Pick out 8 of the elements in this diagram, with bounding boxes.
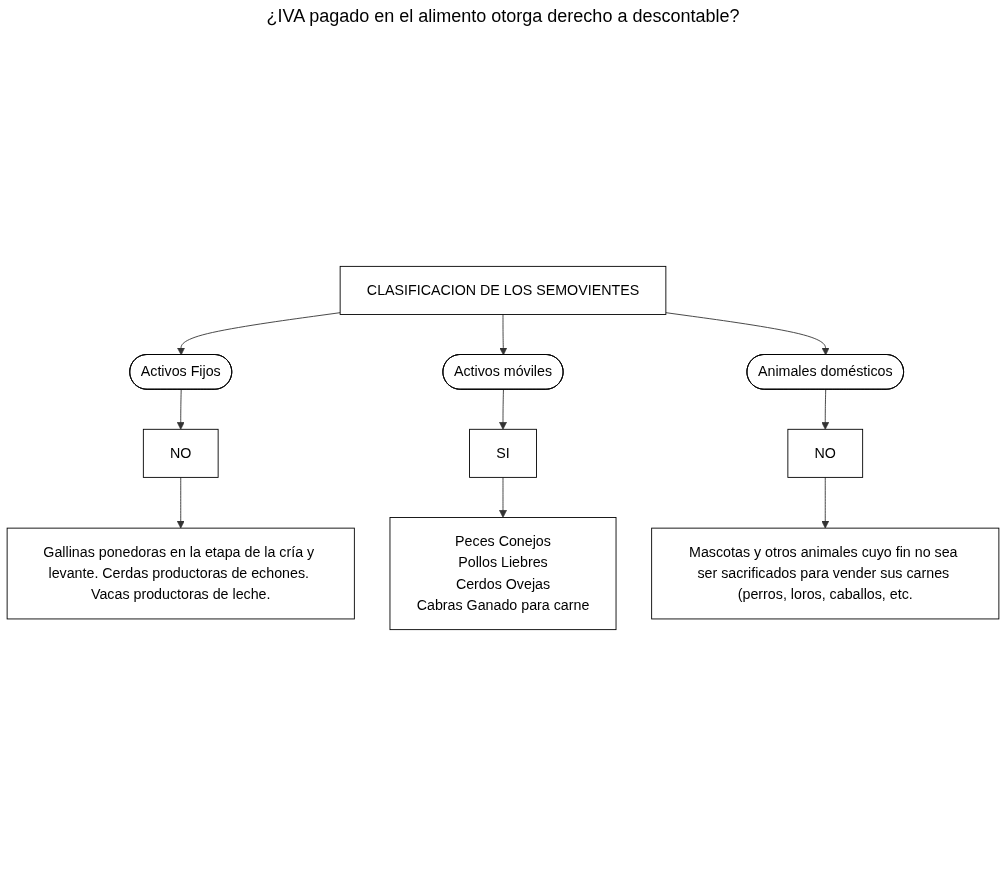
- node-box: NO: [142, 428, 219, 478]
- node-box: NO: [787, 428, 864, 478]
- node-box: Mascotas y otros animales cuyo fin no sea ser sacrificados para vender sus carnes (perros, loros, caballos, etc.: [651, 527, 1000, 620]
- question-text: ¿IVA pagado en el alimento otorga derecho a descontable?: [266, 6, 740, 26]
- node-box: SI: [469, 428, 537, 478]
- node-box: Gallinas ponedoras en la etapa de la cría y levante. Cerdas productoras de echones. Vacas productoras de leche.: [6, 527, 355, 620]
- node-box: CLASIFICACION DE LOS SEMOVIENTES: [339, 265, 667, 315]
- node-box: Peces Conejos Pollos Liebres Cerdos Ovejas Cabras Ganado para carne: [389, 517, 617, 631]
